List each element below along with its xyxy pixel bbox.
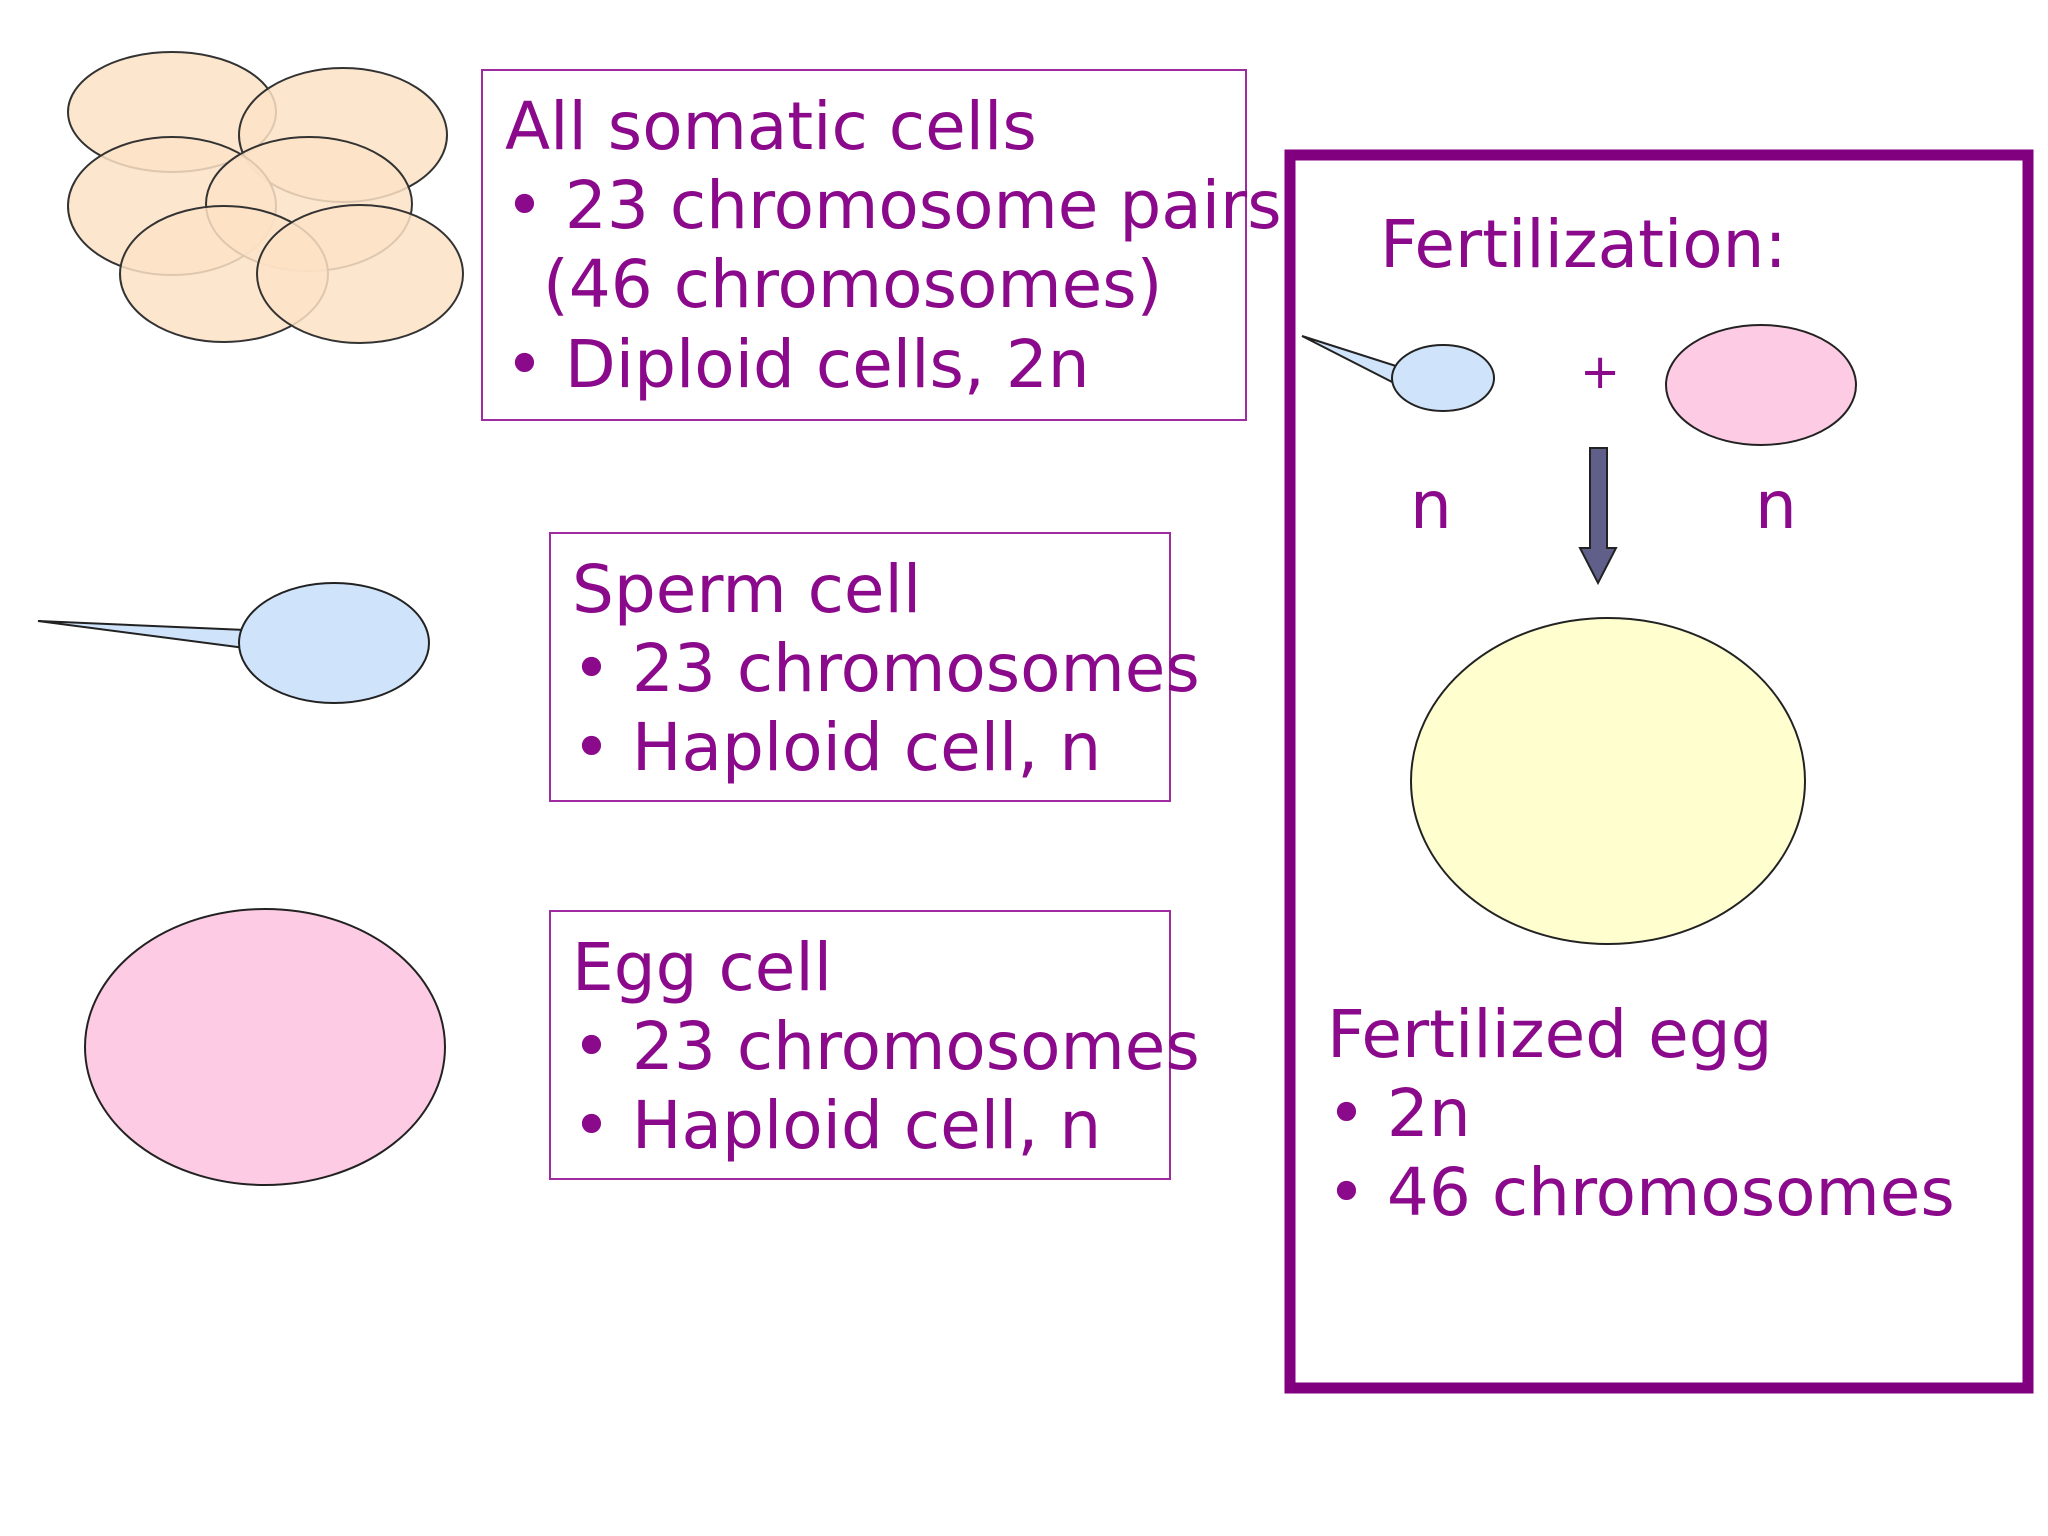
fertilization-frame [1284,149,2034,1394]
plus-sign: + [1580,344,1621,400]
somatic-cell-cluster [67,51,464,344]
sperm-head [238,582,430,704]
sperm-bullet-chromosomes: 23 chromosomes [572,629,1200,708]
fertilized-egg-text: Fertilized egg 2n 46 chromosomes [1327,995,1955,1233]
fertilization-title: Fertilization: [1380,206,1787,283]
sperm-info-text: Sperm cell 23 chromosomes Haploid cell, … [572,550,1200,788]
fertilized-egg-illustration [1410,617,1806,945]
sperm-tail [37,620,246,650]
sperm-cell-illustration [37,582,430,704]
egg-info-text: Egg cell 23 chromosomes Haploid cell, n [572,928,1200,1166]
egg-title: Egg cell [572,929,833,1006]
somatic-bullet-pairs: 23 chromosome pairs [505,166,1282,245]
somatic-bullet-pairs-continued: (46 chromosomes) [543,246,1163,324]
somatic-bullet-diploid: Diploid cells, 2n [505,325,1282,404]
sperm-bullet-haploid: Haploid cell, n [572,708,1200,787]
down-arrow-icon [1578,447,1618,586]
somatic-info-text: All somatic cells 23 chromosome pairs (4… [505,87,1282,404]
sperm-title: Sperm cell [572,551,922,628]
egg-bullet-haploid: Haploid cell, n [572,1086,1200,1165]
egg-cell-illustration [84,908,446,1186]
fertilized-egg-title: Fertilized egg [1327,996,1773,1073]
fertilized-egg-bullet-ploidy: 2n [1327,1074,1955,1153]
sperm-ploidy-label: n [1410,467,1452,544]
fertilization-sperm [1301,335,1495,412]
fertilization-egg [1665,324,1857,446]
somatic-title: All somatic cells [505,88,1037,165]
somatic-cell [256,204,464,344]
egg-ploidy-label: n [1755,467,1797,544]
egg-bullet-chromosomes: 23 chromosomes [572,1007,1200,1086]
fertilized-egg-bullet-chromosomes: 46 chromosomes [1327,1153,1955,1232]
fertilization-sperm-tail [1301,335,1397,386]
fertilization-sperm-head [1391,344,1495,412]
